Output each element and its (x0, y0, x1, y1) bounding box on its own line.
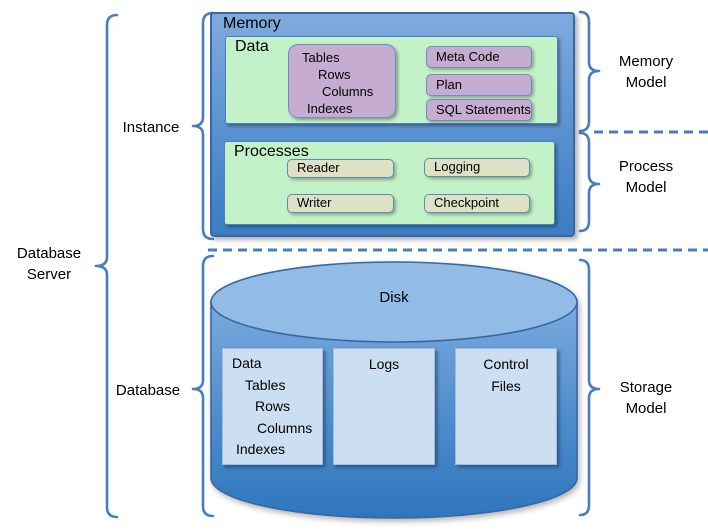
sql-statements-box: SQL Statements (426, 99, 532, 121)
memory-box: Memory Data Tables Rows Columns Indexes … (210, 12, 575, 237)
meta-code-box: Meta Code (426, 46, 532, 68)
control-files-line1: Control (483, 356, 529, 372)
storage-model-label-line2: Model (625, 400, 667, 417)
stack-line: Tables (302, 50, 340, 65)
memory-box-title: Memory (223, 15, 281, 32)
stack-line: Indexes (307, 101, 353, 116)
control-files-line2: Files (491, 377, 521, 394)
storage-model-brace (578, 258, 601, 517)
data-section-title: Data (235, 38, 269, 55)
process-model-label: Process Model (601, 156, 691, 198)
database-server-label-line2: Server (26, 266, 72, 283)
process-model-label-line1: Process (618, 158, 674, 175)
stack-line: Tables (245, 376, 286, 393)
stack-line: Rows (255, 398, 291, 414)
instance-label: Instance (122, 119, 180, 136)
memory-model-label-line2: Model (625, 74, 667, 91)
processes-section-box: Processes Reader Writer Logging Checkpoi… (224, 141, 555, 225)
database-brace (191, 254, 215, 518)
database-server-label-line1: Database (16, 245, 82, 262)
disk-title: Disk (379, 289, 409, 306)
reader-box: Reader (287, 159, 394, 178)
plan-box: Plan (426, 74, 532, 96)
data-section-box: Data Tables Rows Columns Indexes Meta Co… (225, 36, 558, 124)
stack-line: Data (232, 355, 262, 371)
logs-box: Logs (333, 348, 435, 465)
writer-box: Writer (287, 194, 394, 213)
tables-rows-columns-indexes-box: Tables Rows Columns Indexes (288, 44, 396, 118)
memory-model-label: Memory Model (601, 51, 691, 93)
stack-line: Rows (318, 67, 351, 82)
instance-brace (191, 11, 215, 241)
control-files-box: Control Files (455, 348, 557, 465)
logging-box: Logging (424, 158, 530, 177)
process-model-label-line2: Model (625, 179, 667, 196)
database-server-label: Database Server (2, 243, 96, 285)
processes-section-title: Processes (234, 143, 309, 160)
database-server-brace (94, 13, 119, 519)
stack-line: Indexes (236, 441, 286, 457)
disk-cylinder-top (210, 261, 578, 343)
data-files-box: Data Tables Rows Columns Indexes (222, 348, 323, 465)
storage-model-label-line1: Storage (619, 379, 673, 396)
storage-model-label: Storage Model (599, 377, 693, 419)
memory-model-brace (578, 10, 601, 133)
process-model-brace (578, 131, 601, 233)
memory-model-label-line1: Memory (618, 53, 674, 70)
stack-line: Columns (322, 84, 374, 99)
checkpoint-box: Checkpoint (424, 194, 530, 213)
stack-line: Columns (257, 419, 313, 436)
database-label: Database (115, 382, 181, 399)
